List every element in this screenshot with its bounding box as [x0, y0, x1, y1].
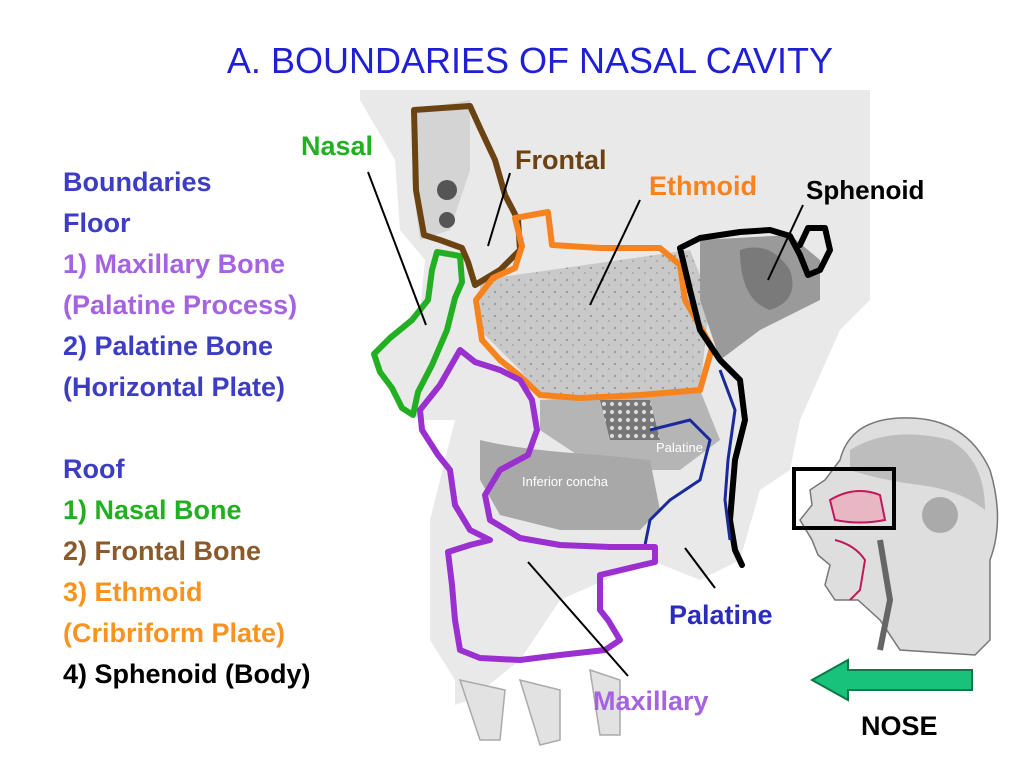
frontal-label: Frontal	[515, 145, 607, 175]
inset-highlight-box	[792, 467, 896, 530]
maxillary-label: Maxillary	[593, 686, 709, 716]
maxillary-bone-outline	[417, 347, 658, 663]
roof-heading: Roof	[63, 454, 125, 484]
palatine-leader-line	[684, 547, 716, 589]
floor-item-horizontal-plate: (Horizontal Plate)	[63, 372, 286, 402]
ethmoid-bone-outline	[473, 209, 715, 401]
nasal-leader-line	[367, 171, 427, 326]
nasal-bone-outline	[371, 249, 465, 418]
sphenoid-bone-outline	[677, 225, 833, 568]
palatine-label: Palatine	[669, 600, 773, 630]
sphenoid-label: Sphenoid	[806, 175, 925, 205]
floor-item-maxillary: 1) Maxillary Bone	[63, 249, 286, 279]
maxillary-leader-line	[527, 561, 629, 677]
boundaries-heading: Boundaries	[63, 167, 212, 197]
palatine-bone-outline	[643, 369, 737, 546]
nose-label: NOSE	[861, 711, 938, 741]
sphenoid-leader-line	[767, 204, 804, 281]
floor-heading: Floor	[63, 208, 131, 238]
ethmoid-label: Ethmoid	[649, 171, 757, 201]
floor-item-palatine-process: (Palatine Process)	[63, 290, 298, 320]
frontal-bone-outline	[411, 103, 523, 288]
floor-item-palatine-bone: 2) Palatine Bone	[63, 331, 274, 361]
roof-item-frontal: 2) Frontal Bone	[63, 536, 262, 566]
roof-item-nasal: 1) Nasal Bone	[63, 495, 242, 525]
roof-item-cribriform: (Cribriform Plate)	[63, 618, 286, 648]
roof-item-ethmoid: 3) Ethmoid	[63, 577, 203, 607]
inferior-concha-label: Inferior concha	[522, 474, 609, 489]
inner-palatine-label: Palatine	[656, 440, 703, 455]
frontal-leader-line	[487, 172, 511, 247]
arrow-left-icon	[809, 658, 973, 702]
head-sagittal-inset	[792, 417, 999, 656]
boundaries-list: Boundaries Floor 1) Maxillary Bone (Pala…	[63, 162, 310, 695]
page-title: A. BOUNDARIES OF NASAL CAVITY	[226, 40, 834, 81]
ethmoid-leader-line	[589, 199, 641, 306]
nasal-label: Nasal	[301, 131, 374, 161]
roof-item-sphenoid: 4) Sphenoid (Body)	[63, 659, 311, 689]
